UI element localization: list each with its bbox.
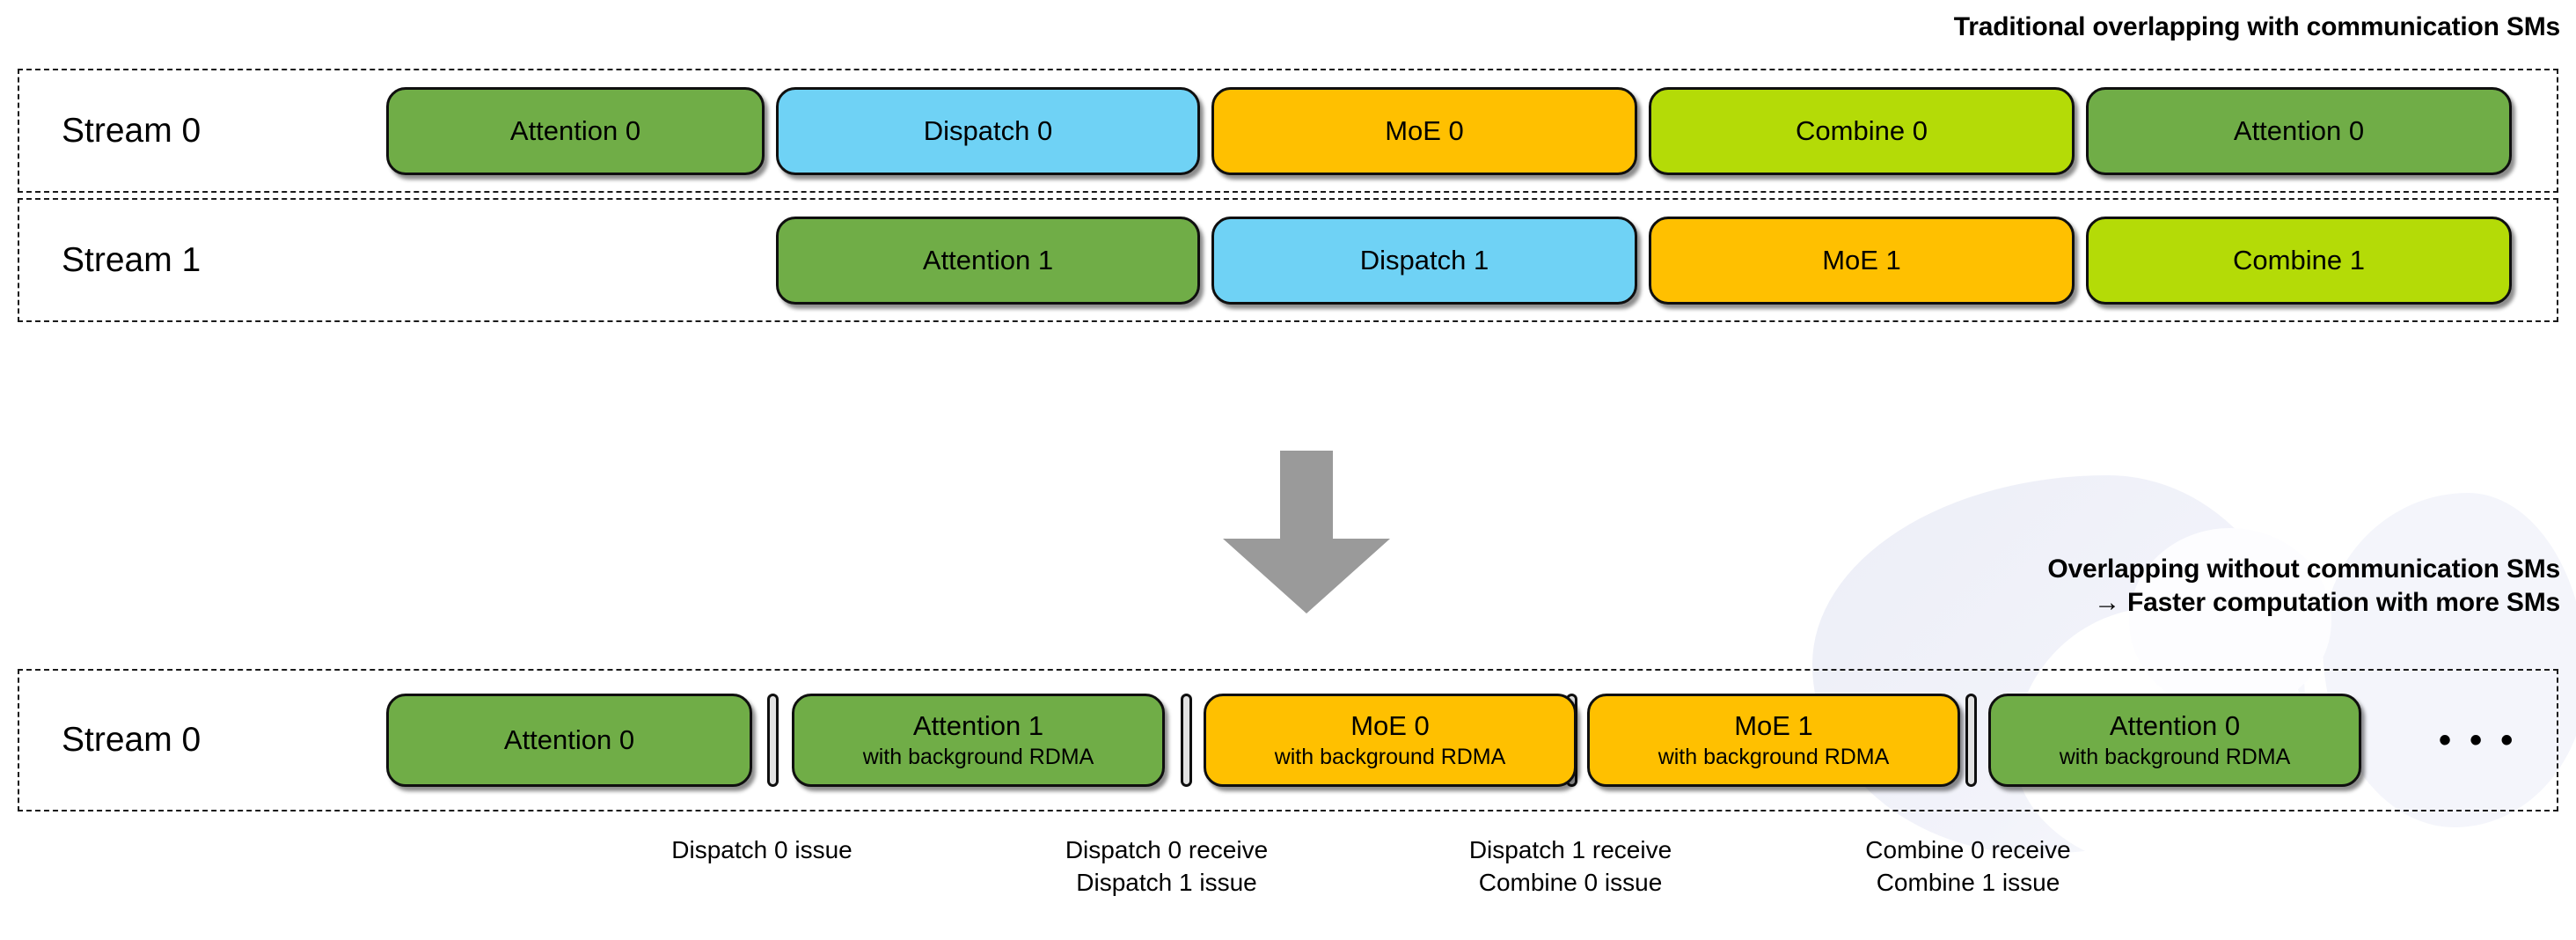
task-box-title: Combine 1 [2233, 244, 2365, 275]
task-box-title: Attention 1 [912, 709, 1044, 741]
task-box-attention: Attention 0 with background RDMA [1988, 694, 2361, 787]
bottom-section-title-line1: Overlapping without communication SMs [2047, 554, 2560, 584]
task-box-moe: MoE 0 with background RDMA [1204, 694, 1577, 787]
top-section-title: Traditional overlapping with communicati… [1953, 12, 2560, 41]
transition-down-arrow [1223, 451, 1390, 613]
timeline-caption-line: Combine 0 receive [1865, 836, 2071, 863]
task-box-moe: MoE 1 with background RDMA [1587, 694, 1960, 787]
timeline-caption-line: Dispatch 1 receive [1468, 836, 1672, 863]
task-box-title: Attention 0 [503, 724, 635, 756]
stream-lane-bottom: Stream 0 • • • Attention 0 Attention 1 wit… [18, 669, 2558, 811]
task-box-title: Combine 0 [1796, 114, 1928, 146]
task-box-title: MoE 1 [1822, 244, 1901, 275]
task-box-attention: Attention 0 [2086, 86, 2512, 175]
timeline-caption: Dispatch 0 issue [671, 834, 852, 867]
task-box-dispatch: Dispatch 1 [1211, 216, 1637, 305]
task-box-title: Dispatch 0 [923, 114, 1053, 146]
task-box-subtitle: with background RDMA [862, 745, 1094, 770]
lane-label-stream-0-bottom: Stream 0 [62, 721, 201, 759]
task-box-title: Attention 1 [922, 244, 1054, 275]
task-box-attention: Attention 0 [386, 694, 752, 787]
kernel-boundary-separator [767, 694, 779, 787]
lane-label-stream-1: Stream 1 [62, 240, 201, 279]
task-box-attention: Attention 1 [776, 216, 1200, 305]
task-box-title: MoE 0 [1385, 114, 1464, 146]
task-box-title: MoE 0 [1350, 709, 1430, 741]
task-box-subtitle: with background RDMA [1274, 745, 1506, 770]
kernel-boundary-separator [1965, 694, 1977, 787]
timeline-caption-line: Dispatch 0 receive [1065, 836, 1269, 863]
stream-lane-top: Stream 0 Attention 0 Dispatch 0 MoE 0 Combi… [18, 69, 2558, 193]
bottom-section-title: Overlapping without communication SMs → … [2047, 553, 2560, 621]
kernel-boundary-separator [1181, 694, 1192, 787]
timeline-caption-line: Combine 0 issue [1478, 868, 1663, 896]
task-box-attention: Attention 0 [386, 86, 765, 175]
task-box-combine: Combine 0 [1649, 86, 2075, 175]
task-box-title: Dispatch 1 [1359, 244, 1489, 275]
lane-label-stream-0-top: Stream 0 [62, 111, 201, 150]
task-box-title: Attention 0 [509, 114, 641, 146]
ellipsis-indicator: • • • [2439, 721, 2518, 760]
task-box-title: Attention 0 [2233, 114, 2365, 146]
stream-lane-middle: Stream 1 Attention 1 Dispatch 1 MoE 1 Combi… [18, 198, 2558, 322]
task-box-subtitle: with background RDMA [2059, 745, 2291, 770]
task-box-dispatch: Dispatch 0 [776, 86, 1200, 175]
task-box-title: MoE 1 [1734, 709, 1813, 741]
task-box-moe: MoE 1 [1649, 216, 2075, 305]
timeline-caption-line: Dispatch 0 issue [671, 836, 853, 863]
task-box-attention: Attention 1 with background RDMA [792, 694, 1165, 787]
timeline-caption-line: Combine 1 issue [1876, 868, 2060, 896]
task-box-title: Attention 0 [2109, 709, 2241, 741]
task-box-subtitle: with background RDMA [1658, 745, 1890, 770]
task-box-moe: MoE 0 [1211, 86, 1637, 175]
bottom-section-title-line2: → Faster computation with more SMs [2094, 588, 2560, 618]
task-box-combine: Combine 1 [2086, 216, 2512, 305]
timeline-caption-line: Dispatch 1 issue [1076, 868, 1257, 896]
